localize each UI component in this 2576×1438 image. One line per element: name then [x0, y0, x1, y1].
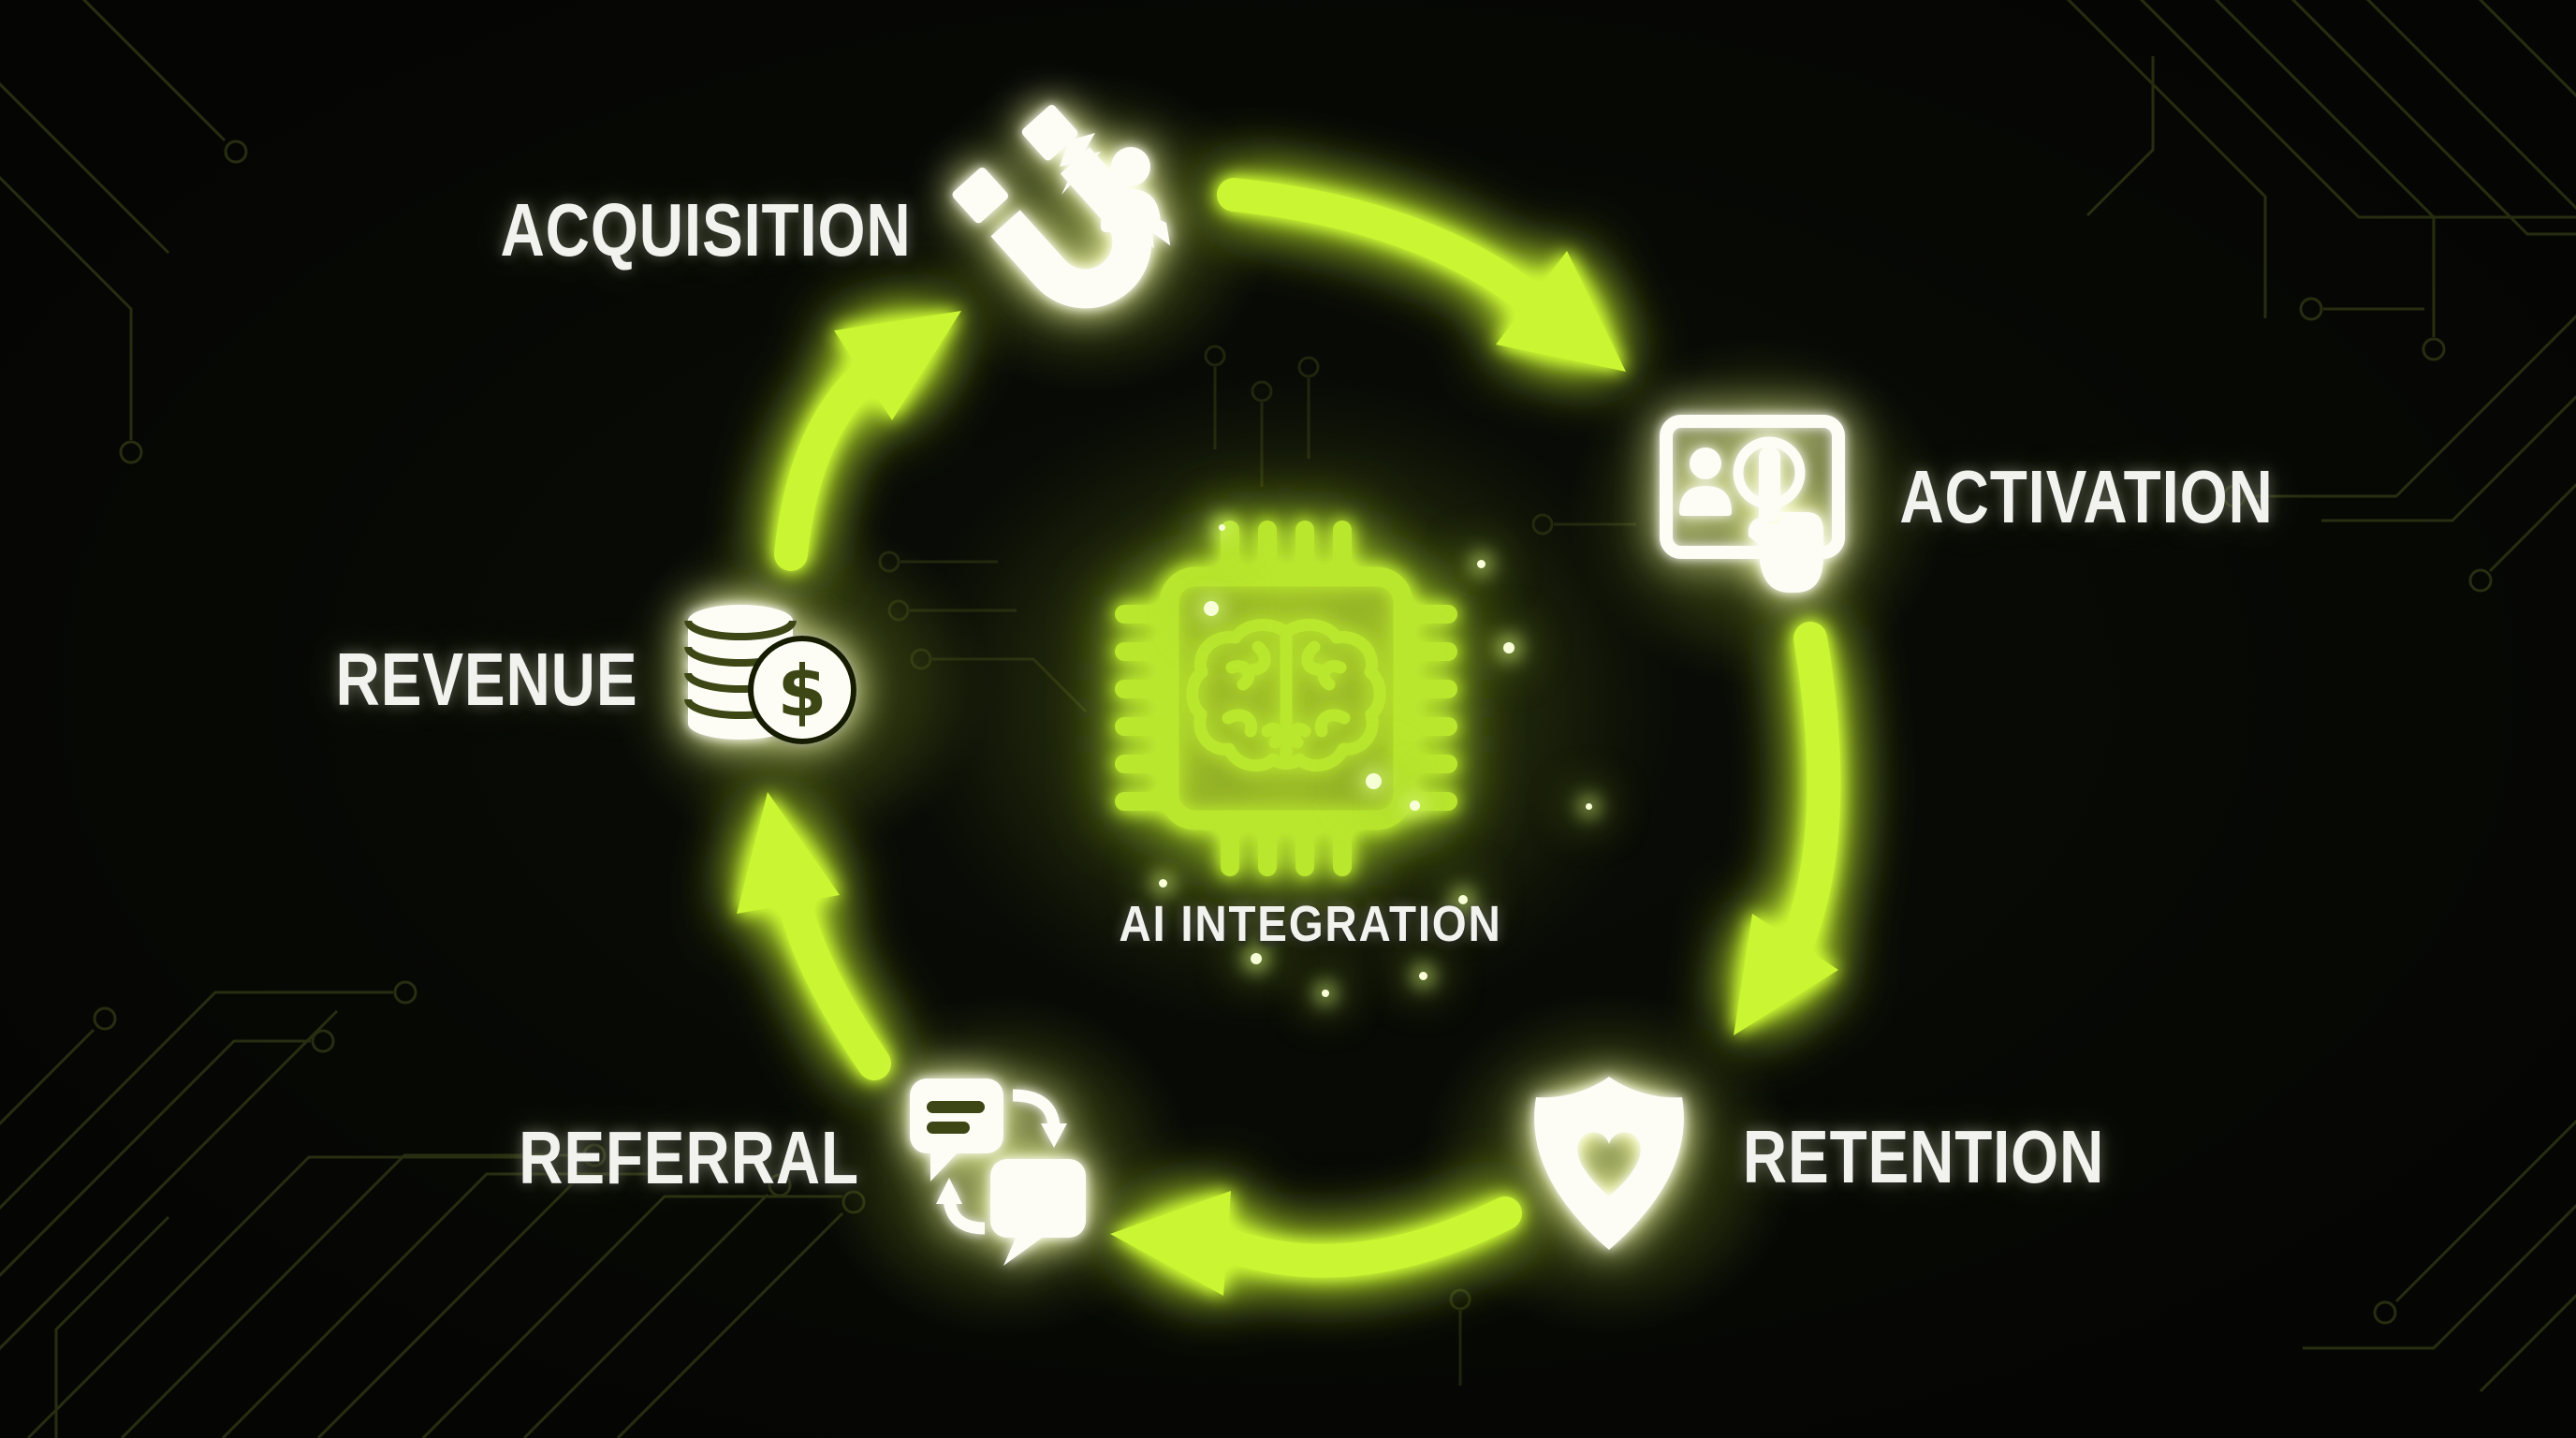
stage-label-revenue: REVENUE	[335, 638, 638, 721]
screen-frame	[1660, 415, 1845, 559]
shield-heart-icon	[1534, 1077, 1684, 1250]
touchscreen-tap-icon	[1660, 415, 1845, 593]
lightning-bolt-icon	[1060, 133, 1101, 195]
arrow-revenue-to-acquisition	[774, 311, 961, 571]
magnet-user-icon	[952, 105, 1171, 309]
exchange-arrow-up	[936, 1178, 986, 1235]
stage-label-referral: REFERRAL	[519, 1116, 859, 1199]
arrow-referral-to-revenue	[737, 792, 891, 1080]
user-icon	[1679, 448, 1732, 516]
arrow-retention-to-referral	[1110, 1191, 1522, 1296]
arrow-activation-to-retention	[1734, 622, 1841, 1035]
stage-label-activation: ACTIVATION	[1899, 455, 2274, 538]
dollar-sign-glyph: $	[778, 649, 827, 732]
coins-dollar-icon: $	[684, 605, 856, 744]
brain-icon	[1186, 618, 1386, 772]
stage-label-acquisition: ACQUISITION	[500, 188, 912, 271]
chat-exchange-icon	[910, 1078, 1086, 1266]
arrow-acquisition-to-activation	[1217, 178, 1626, 372]
chat-bubble-outgoing	[910, 1078, 1003, 1181]
exchange-arrow-down	[1012, 1089, 1067, 1148]
lightning-bolt-icon	[1120, 212, 1171, 249]
hand-pointer-icon	[1748, 447, 1823, 593]
chat-bubble-incoming	[990, 1159, 1086, 1266]
stage-label-retention: RETENTION	[1742, 1115, 2105, 1198]
user-icon	[1101, 147, 1161, 232]
dollar-coin: $	[748, 636, 856, 744]
ai-chip-brain-icon	[1115, 521, 1457, 876]
center-label-ai-integration: AI INTEGRATION	[1119, 896, 1502, 952]
